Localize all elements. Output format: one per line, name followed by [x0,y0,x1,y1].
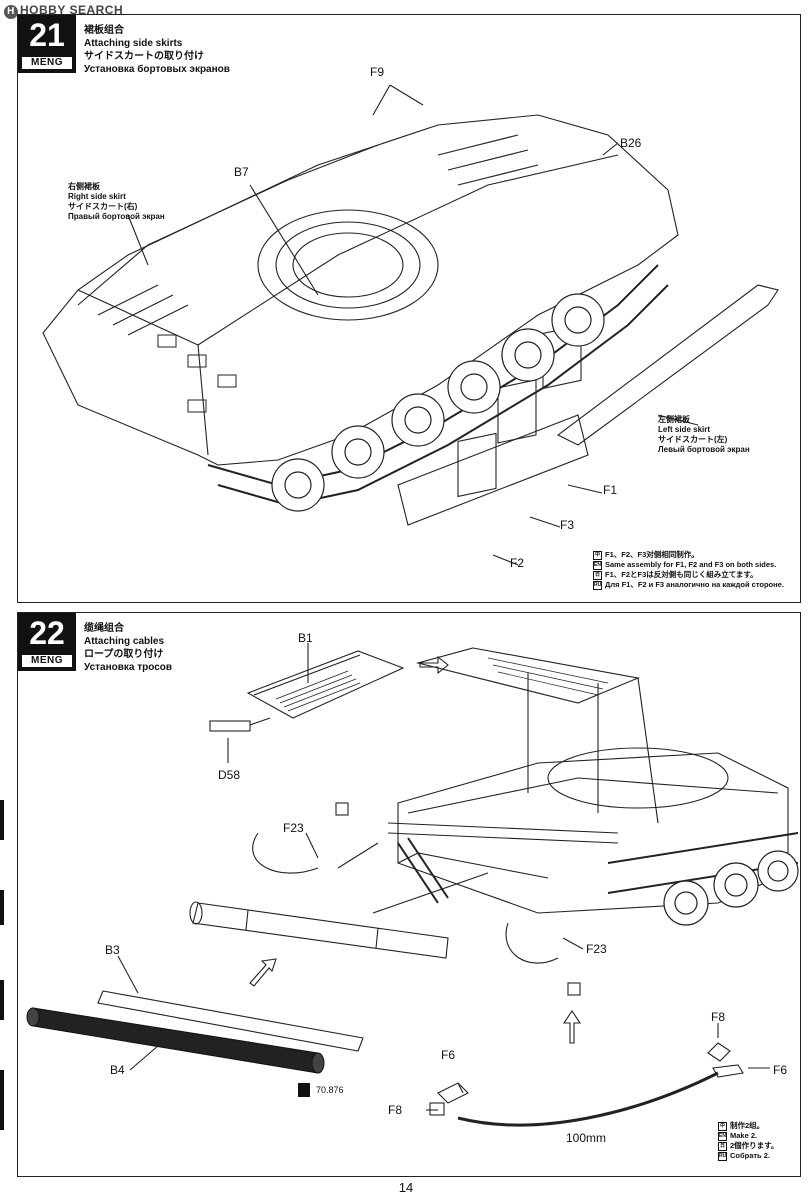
note-ru: Для F1、F2 и F3 аналогично на каждой стор… [605,580,784,589]
left-skirt-callout: 左侧裙板 Left side skirt サイドスカート(左) Левый бо… [658,415,750,455]
label-b1: B1 [298,631,313,645]
page-number: 14 [398,1180,414,1195]
note-jp: F1、F2とF3は反対側も同じく組み立てます。 [605,570,758,579]
label-f2: F2 [510,556,525,570]
label-f8-left: F8 [388,1103,403,1117]
note-cn: F1、F2、F3对侧相同制作。 [605,550,699,559]
tank-side-skirt-drawing [42,84,779,566]
label-b3: B3 [105,943,120,957]
step-21-badge: 21 MENG [18,15,76,73]
title-ru: Установка тросов [84,662,173,673]
left-skirt-jp: サイドスカート(左) [658,435,728,444]
meng-logo: MENG [22,57,72,69]
label-f6-left: F6 [441,1048,456,1062]
label-b4: B4 [110,1063,125,1077]
step-number: 21 [29,17,65,53]
title-jp: サイドスカートの取り付け [84,51,204,62]
meng-logo: MENG [22,655,72,667]
step-22-badge: 22 MENG [18,613,76,671]
step-21-panel: 21 MENG 裙板组合 Attaching side skirts サイドスカ… [17,14,801,603]
label-f23-left: F23 [283,821,304,835]
tank-cables-drawing [26,643,799,1127]
label-paint-code: 70.876 [316,1085,344,1095]
title-en: Attaching cables [84,636,165,647]
left-skirt-ru: Левый бортовой экран [658,445,750,454]
label-b7: B7 [234,165,249,179]
right-skirt-jp: サイドスカート(右) [68,202,138,211]
step-22-titles: 缆绳组合 Attaching cables ロープの取り付け Установка… [84,622,172,674]
label-cable-length: 100mm [566,1131,607,1145]
title-jp: ロープの取り付け [84,649,164,660]
left-skirt-en: Left side skirt [658,425,711,434]
step-number: 22 [29,615,65,651]
label-f9: F9 [370,65,385,79]
note-ru: Собрать 2. [730,1151,771,1160]
title-ru: Установка бортовых экранов [84,64,230,75]
note-jp: 2個作ります。 [730,1141,779,1150]
label-f1: F1 [603,483,618,497]
step-22-panel: 22 MENG 缆绳组合 Attaching cables ロープの取り付け У… [17,612,801,1177]
label-f8-right: F8 [711,1010,726,1024]
label-d58: D58 [218,768,241,782]
left-skirt-cn: 左侧裙板 [658,415,690,424]
title-en: Attaching side skirts [84,38,183,49]
step-21-titles: 裙板组合 Attaching side skirts サイドスカートの取り付け … [84,24,230,76]
right-skirt-cn: 右侧裙板 [68,182,100,191]
label-b26: B26 [620,136,642,150]
title-cn: 裙板组合 [84,25,124,36]
note-en: Same assembly for F1, F2 and F3 on both … [605,560,777,569]
note-cn: 制作2组。 [730,1121,765,1130]
label-f6-right: F6 [773,1063,788,1077]
title-cn: 缆绳组合 [84,623,124,634]
ruler-marks [0,700,6,1180]
label-f23-right: F23 [586,942,607,956]
right-skirt-ru: Правый бортовой экран [68,212,165,221]
label-f3: F3 [560,518,575,532]
note-en: Make 2. [730,1131,758,1140]
right-skirt-en: Right side skirt [68,192,126,201]
right-skirt-callout: 右侧裙板 Right side skirt サイドスカート(右) Правый … [68,182,165,222]
